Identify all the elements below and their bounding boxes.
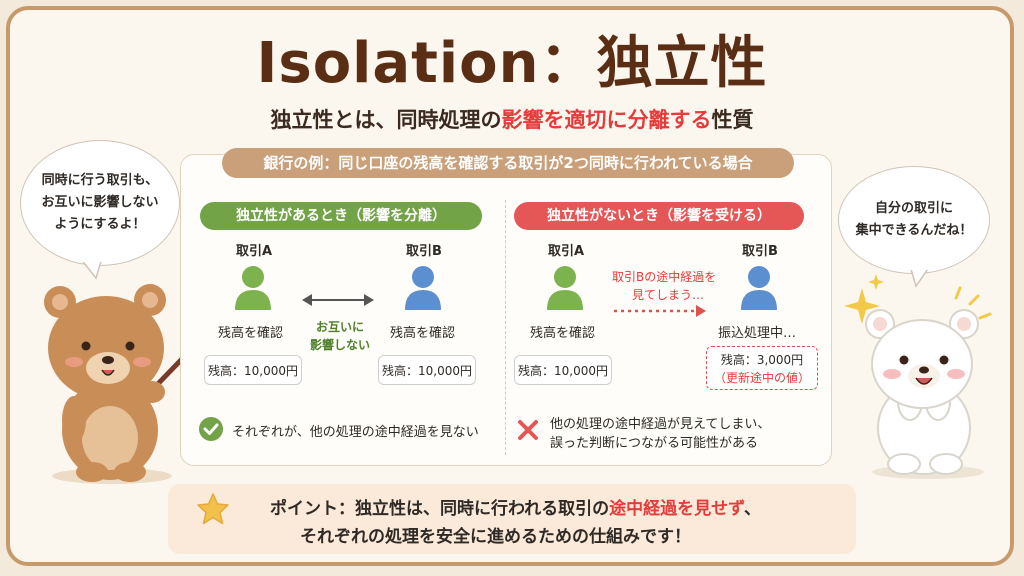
- without-tx-a-action: 残高を確認: [530, 326, 596, 341]
- without-tx-b-note: （更新途中の値）: [713, 371, 810, 385]
- subtitle-highlight: 影響を適切に分離する: [501, 108, 712, 132]
- with-arrow-label-1: お互いに: [316, 320, 365, 334]
- left-bubble-line1: 同時に行う取引も、: [41, 172, 159, 188]
- without-arrow-label-1: 取引Bの途中経過を: [612, 270, 717, 284]
- without-arrow-label-2: 見てしまう…: [632, 288, 705, 302]
- without-tx-a-person-icon: [547, 266, 583, 310]
- point-line1-post: 、: [743, 499, 761, 519]
- cross-icon: [518, 420, 538, 440]
- left-bubble-text: 同時に行う取引も、 お互いに影響しない ようにするよ！: [41, 170, 158, 236]
- with-arrow-label-2: 影響しない: [310, 338, 371, 352]
- star-icon: [197, 493, 229, 525]
- left-speech-bubble: 同時に行う取引も、 お互いに影響しない ようにするよ！: [20, 140, 180, 266]
- without-tx-b-action: 振込処理中…: [718, 326, 797, 341]
- subtitle-pre: 独立性とは、同時処理の: [270, 108, 502, 132]
- point-line1: ポイント：独立性は、同時に行われる取引の途中経過を見せず、: [270, 494, 830, 519]
- without-isolation-header: 独立性がないとき（影響を受ける）: [514, 202, 804, 230]
- with-isolation-header: 独立性があるとき（影響を分離）: [200, 202, 482, 230]
- with-tx-a-action: 残高を確認: [218, 326, 284, 341]
- point-line1-pre: ポイント：独立性は、同時に行われる取引の: [270, 499, 610, 519]
- with-tx-b-person-icon: [405, 266, 441, 310]
- with-tx-b-balance: 残高：10,000円: [378, 355, 476, 385]
- with-bidirectional-arrow-icon: [302, 294, 374, 306]
- without-tx-b-balance: 残高：3,000円: [720, 353, 804, 367]
- bear-teacher-illustration: [44, 284, 212, 484]
- right-bubble-tail: [906, 266, 934, 288]
- right-bubble-line2: 集中できるんだね！: [855, 223, 973, 238]
- left-bubble-line3: ようにするよ！: [54, 217, 146, 233]
- left-bubble-line2: お互いに影響しない: [41, 194, 159, 210]
- with-tx-a-balance: 残高：10,000円: [204, 355, 302, 385]
- without-tx-a-balance: 残高：10,000円: [514, 355, 612, 385]
- subtitle: 独立性とは、同時処理の影響を適切に分離する性質: [0, 104, 1024, 134]
- example-banner: 銀行の例：同じ口座の残高を確認する取引が2つ同時に行われている場合: [222, 148, 794, 178]
- without-tx-b-label: 取引B: [742, 244, 778, 259]
- with-tx-b-action: 残高を確認: [390, 326, 456, 341]
- point-box: [168, 484, 856, 554]
- with-tx-a-label: 取引A: [236, 244, 273, 259]
- with-result-text: それぞれが、他の処理の途中経過を見ない: [232, 425, 479, 440]
- panel-divider: [505, 200, 506, 455]
- without-tx-a-label: 取引A: [548, 244, 585, 259]
- left-bubble-tail: [78, 258, 106, 280]
- subtitle-post: 性質: [711, 108, 754, 132]
- with-tx-a-person-icon: [235, 266, 271, 310]
- right-bubble-line1: 自分の取引に: [874, 200, 953, 216]
- with-tx-b-label: 取引B: [406, 244, 442, 259]
- right-speech-bubble: 自分の取引に 集中できるんだね！: [838, 166, 990, 274]
- point-line1-highlight: 途中経過を見せず: [609, 499, 744, 519]
- right-bubble-text: 自分の取引に 集中できるんだね！: [856, 198, 973, 242]
- point-line2: それぞれの処理を安全に進めるための仕組みです！: [300, 527, 691, 547]
- polar-bear-illustration: [844, 274, 992, 479]
- without-tx-b-balance-box: 残高：3,000円 （更新途中の値）: [706, 346, 818, 390]
- page-title: Isolation：独立性: [256, 31, 768, 96]
- without-dotted-arrow-icon: [614, 305, 706, 317]
- check-circle-icon: [199, 417, 223, 441]
- without-tx-b-person-icon: [741, 266, 777, 310]
- without-result-line2: 誤った判断につながる可能性がある: [550, 436, 759, 451]
- without-result-line1: 他の処理の途中経過が見えてしまい、: [550, 417, 771, 432]
